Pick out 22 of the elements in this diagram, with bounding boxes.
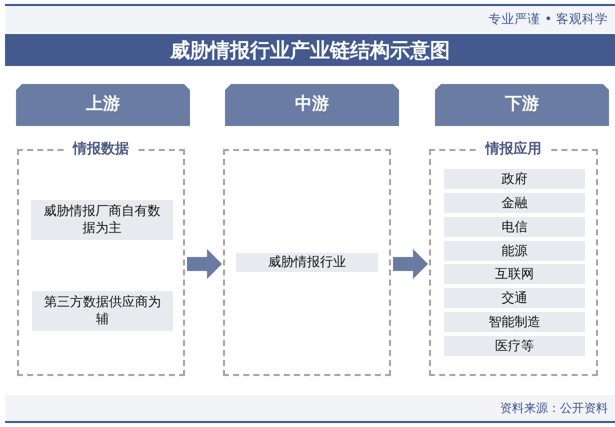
block-arrow [187,249,222,279]
slogan-text: 专业严谨 • 客观科学 [488,11,608,27]
stage-tab: 上游 [16,84,190,126]
stage-tab: 中游 [225,84,399,126]
panel-heading: 情报数据 [65,140,137,158]
list-item: 第三方数据供应商为辅 [32,291,173,331]
list-item: 医疗等 [444,336,585,356]
block-arrow [393,249,428,279]
title-banner: 威胁情报行业产业链结构示意图 [5,34,615,66]
list-item: 政府 [444,169,585,189]
stage-tab: 下游 [435,84,609,126]
source-note: 资料来源：公开资料 [500,400,608,416]
list-item: 威胁情报行业 [236,253,378,272]
dashed-frame [223,149,391,376]
list-item: 金融 [444,193,585,213]
list-item: 智能制造 [444,312,585,332]
list-item: 能源 [444,241,585,261]
list-item: 交通 [444,288,585,308]
list-item: 电信 [444,217,585,237]
list-item: 互联网 [444,264,585,284]
panel-heading: 情报应用 [478,140,550,158]
list-item: 威胁情报厂商自有数据为主 [31,200,173,240]
